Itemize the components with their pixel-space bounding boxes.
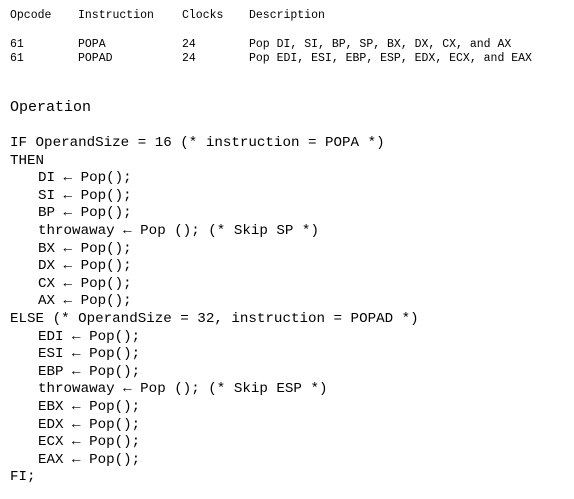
code-line: CX ← Pop(); xyxy=(38,275,132,292)
code-line: DI ← Pop(); xyxy=(38,170,132,187)
code-line: EDX ← Pop(); xyxy=(38,416,141,433)
operation-code-block: IF OperandSize = 16 (* instruction = POP… xyxy=(10,135,419,487)
code-line: THEN xyxy=(10,152,45,169)
row-popad-instruction: POPAD xyxy=(78,52,113,65)
code-line: SI ← Pop(); xyxy=(38,187,132,204)
code-line: DX ← Pop(); xyxy=(38,258,132,275)
row-popa-instruction: POPA xyxy=(78,38,106,51)
row-popad-description: Pop EDI, ESI, EBP, ESP, EDX, ECX, and EA… xyxy=(249,52,532,65)
row-popad-clocks: 24 xyxy=(182,52,196,65)
code-line: EBP ← Pop(); xyxy=(38,363,141,380)
code-line: EDI ← Pop(); xyxy=(38,328,141,345)
header-description: Description xyxy=(249,9,325,22)
code-line: BX ← Pop(); xyxy=(38,240,132,257)
code-line: EBX ← Pop(); xyxy=(38,398,141,415)
header-opcode: Opcode xyxy=(10,9,52,22)
code-line: FI; xyxy=(10,469,36,486)
code-line: ECX ← Pop(); xyxy=(38,434,141,451)
code-line: throwaway ← Pop (); (* Skip SP *) xyxy=(38,222,319,239)
row-popa-opcode: 61 xyxy=(10,38,24,51)
code-line: AX ← Pop(); xyxy=(38,293,132,310)
code-line: EAX ← Pop(); xyxy=(38,451,141,468)
code-line: throwaway ← Pop (); (* Skip ESP *) xyxy=(38,381,328,398)
row-popad-opcode: 61 xyxy=(10,52,24,65)
code-line: BP ← Pop(); xyxy=(38,205,132,222)
section-title-operation: Operation xyxy=(10,99,92,116)
code-line: ELSE (* OperandSize = 32, instruction = … xyxy=(10,310,419,327)
code-line: IF OperandSize = 16 (* instruction = POP… xyxy=(10,135,385,151)
header-instruction: Instruction xyxy=(78,9,154,22)
header-clocks: Clocks xyxy=(182,9,224,22)
row-popa-description: Pop DI, SI, BP, SP, BX, DX, CX, and AX xyxy=(249,38,512,51)
code-line: ESI ← Pop(); xyxy=(38,346,141,363)
row-popa-clocks: 24 xyxy=(182,38,196,51)
